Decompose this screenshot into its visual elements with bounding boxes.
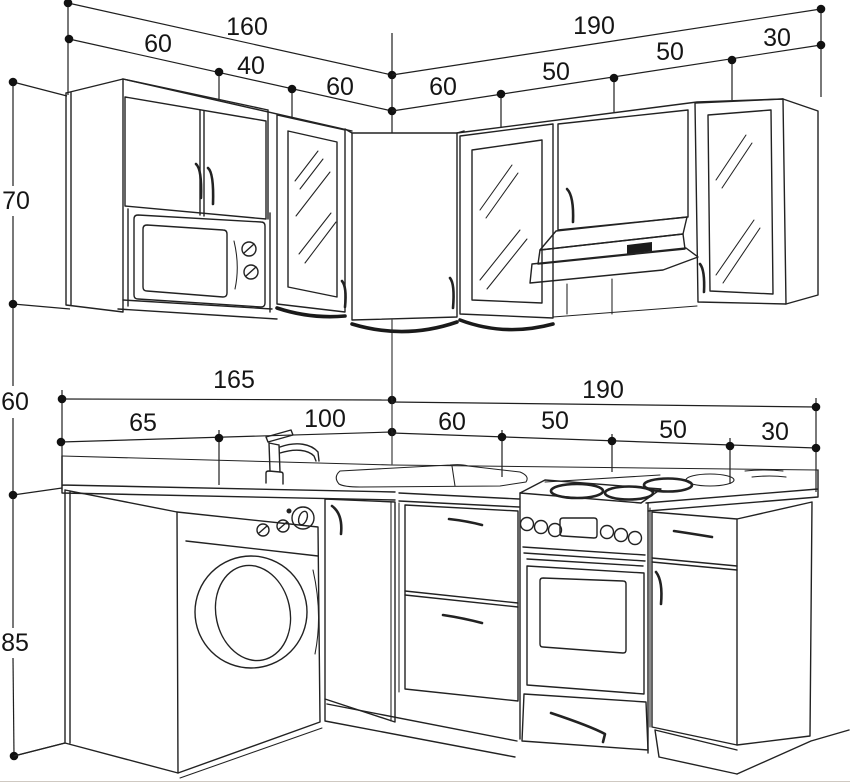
dim-label-upper-left-total: 160 xyxy=(226,13,268,41)
dim-label-lower-right-seg4: 30 xyxy=(761,418,789,446)
countertop xyxy=(61,455,819,512)
stove-knob xyxy=(627,530,643,546)
dim-chain-upper-left: 160 60 40 60 xyxy=(63,0,397,133)
dim-label-lower-left-seg1: 65 xyxy=(129,409,157,437)
dim-label-lower-right-seg3: 50 xyxy=(659,416,687,444)
stove-knob xyxy=(533,519,549,535)
washing-machine-knob xyxy=(276,519,290,533)
dim-label-lower-right-seg1: 60 xyxy=(438,408,466,436)
dim-label-upper-right-seg2: 50 xyxy=(542,58,570,86)
burner xyxy=(549,482,605,500)
plinth-right-and-floor xyxy=(654,729,850,775)
dim-label-lower-right-total: 190 xyxy=(582,376,624,404)
microwave xyxy=(133,214,266,308)
stove-knob xyxy=(613,527,629,543)
microwave-niche xyxy=(117,208,278,320)
washing-machine xyxy=(176,506,323,779)
hood-brand-label xyxy=(627,242,652,254)
floor-lines xyxy=(13,742,66,757)
upper-left-side-panel xyxy=(65,78,124,313)
dim-label-upper-right-total: 190 xyxy=(573,12,615,40)
right-base-cabinet xyxy=(649,501,813,746)
dim-chain-heights-left: 70 60 85 xyxy=(1,77,71,761)
oven-door xyxy=(526,565,645,695)
corner-upper-cabinet xyxy=(344,128,465,334)
stove-knob xyxy=(547,522,563,538)
stove xyxy=(519,469,787,754)
sink xyxy=(335,464,528,488)
dim-label-base-height: 85 xyxy=(1,629,29,657)
burner xyxy=(685,473,735,487)
cabinet-above-hood xyxy=(557,109,689,231)
washing-machine-knob xyxy=(256,523,270,537)
microwave-window xyxy=(142,224,228,298)
dim-label-upper-right-seg1: 60 xyxy=(429,73,457,101)
faucet xyxy=(265,429,320,485)
range-hood xyxy=(529,216,699,318)
dim-label-gap-height: 60 xyxy=(1,388,29,416)
washing-machine-porthole xyxy=(194,555,308,669)
microwave-knob xyxy=(241,241,257,257)
dim-label-lower-left-seg2: 100 xyxy=(304,405,346,433)
glass-cabinet-left-wall xyxy=(275,114,347,319)
plinth-left xyxy=(324,698,518,758)
dim-label-upper-left-seg3: 60 xyxy=(326,73,354,101)
dim-chain-lower-left: 165 65 100 xyxy=(56,366,397,490)
washing-machine-dial xyxy=(291,506,315,530)
oven-window xyxy=(539,577,627,654)
upper-cabinet-double-doors xyxy=(122,78,269,220)
glass-cabinet-right-2 xyxy=(694,98,819,305)
dim-label-upper-right-seg3: 50 xyxy=(656,38,684,66)
burner xyxy=(642,477,694,493)
dim-label-lower-left-total: 165 xyxy=(213,366,255,394)
drawer-unit xyxy=(404,504,519,702)
base-left-side-panel xyxy=(64,489,179,774)
dim-chain-upper-right: 190 60 50 50 30 xyxy=(391,4,826,127)
dim-label-lower-right-seg2: 50 xyxy=(541,407,569,435)
stove-display xyxy=(559,517,598,539)
microwave-knob xyxy=(243,264,259,280)
dim-label-upper-right-seg4: 30 xyxy=(763,24,791,52)
dim-label-upper-left-seg2: 40 xyxy=(237,52,265,80)
stove-knob xyxy=(599,524,615,540)
corner-base-cabinet xyxy=(324,498,400,723)
dim-chain-lower-right: 190 60 50 50 30 xyxy=(391,376,821,492)
glass-cabinet-right-1 xyxy=(458,123,555,332)
burner xyxy=(603,485,655,501)
dim-label-upper-left-seg1: 60 xyxy=(144,30,172,58)
stove-knob xyxy=(519,516,535,532)
dim-label-upper-height: 70 xyxy=(2,187,30,215)
